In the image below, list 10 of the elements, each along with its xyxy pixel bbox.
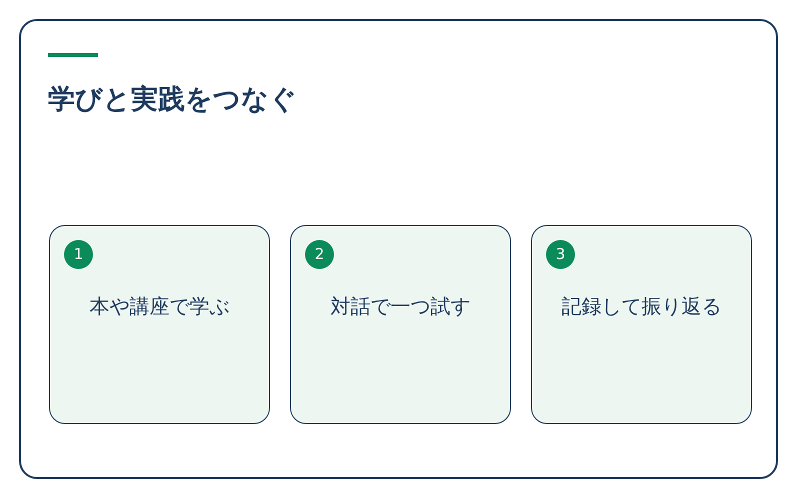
step-label: 本や講座で学ぶ (90, 294, 230, 318)
step-card (531, 225, 752, 424)
step-number-badge: 1 (64, 240, 93, 269)
step-label: 対話で一つ試す (330, 294, 470, 318)
step-card (290, 225, 511, 424)
diagram-title: 学びと実践をつなぐ (48, 83, 297, 117)
step-number-badge: 2 (305, 240, 334, 269)
step-label: 記録して振り返る (562, 294, 722, 318)
step-number-badge: 3 (546, 240, 575, 269)
step-card (49, 225, 270, 424)
